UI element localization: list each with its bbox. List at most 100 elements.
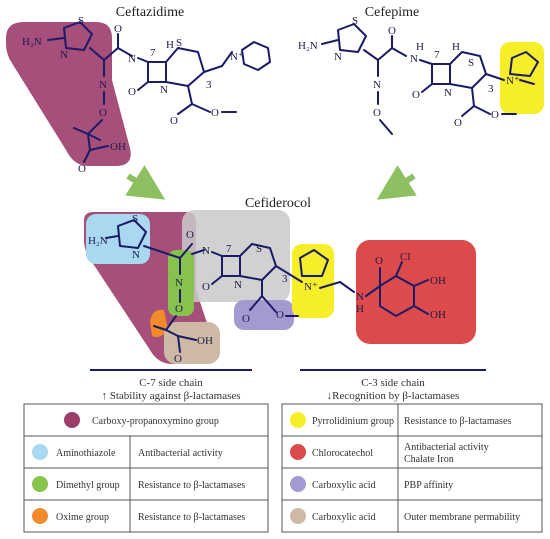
ceftazidime-structure: S N H₂N O N O OH O N 7 H O N S 3 <box>6 15 271 175</box>
amide-n-label: N <box>410 53 418 65</box>
thiazole-ring <box>337 23 367 53</box>
legend-group-label: Carboxylic acid <box>312 480 376 491</box>
bond <box>177 335 197 341</box>
oxime-n-label: N <box>175 277 183 289</box>
pyrrolidinium-highlight <box>292 244 334 318</box>
ester-o2-label: O <box>276 309 284 321</box>
aminothiazole-highlight <box>86 214 150 264</box>
legend-group-label: Pyrrolidinium group <box>312 416 394 427</box>
lactam-o-label: O <box>412 89 420 101</box>
hydrogen-label: H <box>452 41 460 53</box>
carboxyl-o-label: O <box>174 353 182 365</box>
bond <box>87 133 91 151</box>
chlorine-label: Cl <box>400 251 410 263</box>
legend-effect-label: Resistance to β-lactamases <box>404 416 511 427</box>
linker-h-label: H <box>356 303 364 315</box>
cefiderocol-structure: S N H₂N O N O O OH N 7 O N S 3 O O N <box>84 210 476 365</box>
carboxy-propanoxymino-highlight-top <box>6 22 131 166</box>
c3-note: ↓Recognition by β-lactamases <box>327 390 460 402</box>
cefiderocol-title: Cefiderocol <box>245 196 311 211</box>
bond <box>363 49 379 61</box>
legend-swatch <box>32 444 48 460</box>
bond <box>211 251 223 257</box>
bond <box>471 87 475 107</box>
bond <box>413 279 429 287</box>
amide-n-label: N <box>128 53 136 65</box>
pyridinium-ring <box>241 41 271 71</box>
bond <box>73 127 89 135</box>
thiazole-ring <box>117 219 147 249</box>
ester-o2-label: O <box>211 107 219 119</box>
legend-effect-label: Antibacterial activity <box>404 442 489 453</box>
legend-group-label: Dimethyl group <box>56 480 120 491</box>
bond <box>391 47 407 57</box>
c7-label: 7 <box>226 243 232 255</box>
bond <box>221 51 233 67</box>
bond <box>87 119 103 135</box>
beta-lactam-ring <box>431 63 451 85</box>
oxygen-atom-label: O <box>186 229 194 241</box>
carboxyl-oh-label: OH <box>110 141 126 153</box>
bond <box>179 243 193 259</box>
bond <box>177 335 181 353</box>
nitrogen-atom-label: N <box>132 249 140 261</box>
sulfur-atom-label: S <box>78 15 84 27</box>
nitrogen-atom-label: N <box>334 51 342 63</box>
amide-h-label: H <box>416 41 424 53</box>
bond <box>275 265 303 283</box>
bond <box>187 85 193 105</box>
ester-o-label: O <box>170 115 178 127</box>
bond <box>261 295 277 313</box>
ceftazidime-title: Ceftazidime <box>116 5 184 20</box>
bond <box>377 47 393 61</box>
legend-left: Carboxy-propanoxymino group Aminothiazol… <box>23 403 269 533</box>
legend-effect-label: PBP affinity <box>404 480 453 491</box>
bond <box>165 315 177 331</box>
c3-label: 3 <box>282 273 288 285</box>
ester-o-label: O <box>454 117 462 129</box>
bond <box>421 83 433 93</box>
bond <box>413 305 429 315</box>
nitrogen-atom-label: N <box>60 49 68 61</box>
thiazole-ring <box>63 21 93 51</box>
sulfur-atom-label: S <box>352 15 358 27</box>
bond <box>89 47 105 61</box>
catechol-oh2-label: OH <box>430 309 446 321</box>
lactam-n-label: N <box>444 87 452 99</box>
pyrrolidinium-n-label: N⁺ <box>304 281 318 293</box>
legend-group-label: Chlorocatechol <box>312 448 373 459</box>
legend-effect-label: Outer membrane permability <box>404 512 520 523</box>
pyrrolidinium-ring <box>509 51 539 77</box>
dihydrothiazine-ring <box>449 51 487 89</box>
bond <box>83 149 91 163</box>
oxime-highlight <box>150 309 168 338</box>
bond <box>87 133 101 141</box>
c3-label: 3 <box>206 79 212 91</box>
bond <box>485 73 505 81</box>
amine-bond <box>47 37 65 41</box>
cefepime-title: Cefepime <box>365 5 419 20</box>
legend-effect-label: Resistance to β-lactamases <box>138 480 245 491</box>
bond <box>191 103 211 113</box>
bond <box>191 249 205 255</box>
arrow-icon <box>376 165 417 200</box>
oxime-n-label: N <box>373 79 381 91</box>
bond <box>519 79 535 85</box>
ring-sulfur-label: S <box>176 37 182 49</box>
bond <box>211 275 223 285</box>
amine-bond <box>105 235 119 239</box>
amine-bond <box>321 39 339 45</box>
cefepime-structure: S N H₂N O N O N H 7 H O N S 3 O O N⁺ <box>298 15 544 135</box>
lactam-o-label: O <box>202 281 210 293</box>
bond <box>379 119 393 135</box>
bond <box>473 105 491 115</box>
oxygen-atom-label: O <box>388 25 396 37</box>
legend-group-label: Aminothiazole <box>56 448 116 459</box>
dihydrothiazine-ring <box>239 243 277 281</box>
bond <box>153 325 167 331</box>
arrow-icon <box>125 165 166 200</box>
carboxylic-acid-highlight-outer <box>164 322 220 364</box>
bond <box>143 245 181 259</box>
